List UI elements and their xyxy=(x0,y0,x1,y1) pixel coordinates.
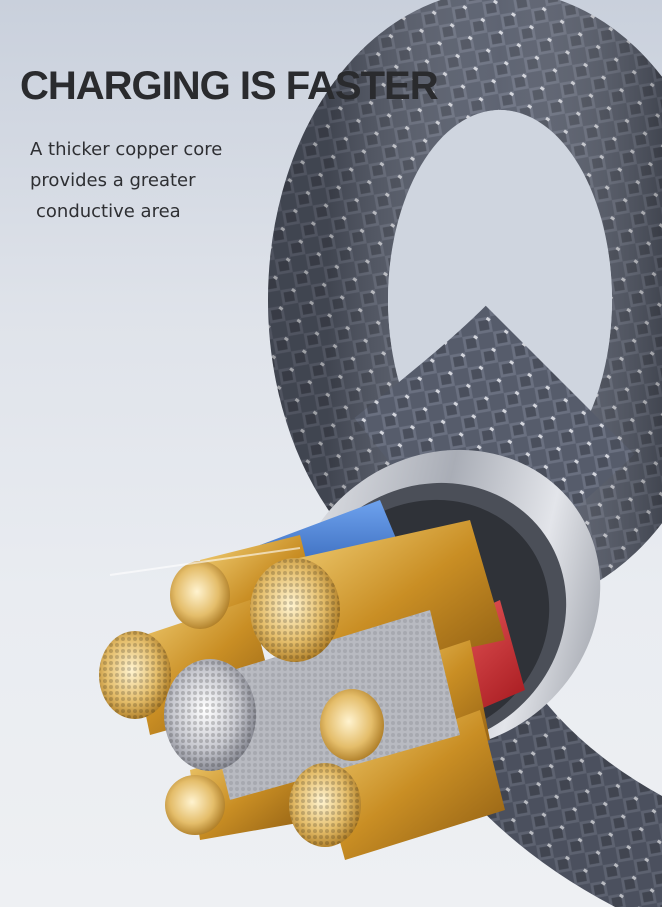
description-line: conductive area xyxy=(36,201,181,222)
description: A thicker copper core provides a greater… xyxy=(30,134,222,227)
description-line: A thicker copper core xyxy=(30,139,223,160)
headline: CHARGING IS FASTER xyxy=(20,64,439,108)
description-line: provides a greater xyxy=(30,170,196,191)
